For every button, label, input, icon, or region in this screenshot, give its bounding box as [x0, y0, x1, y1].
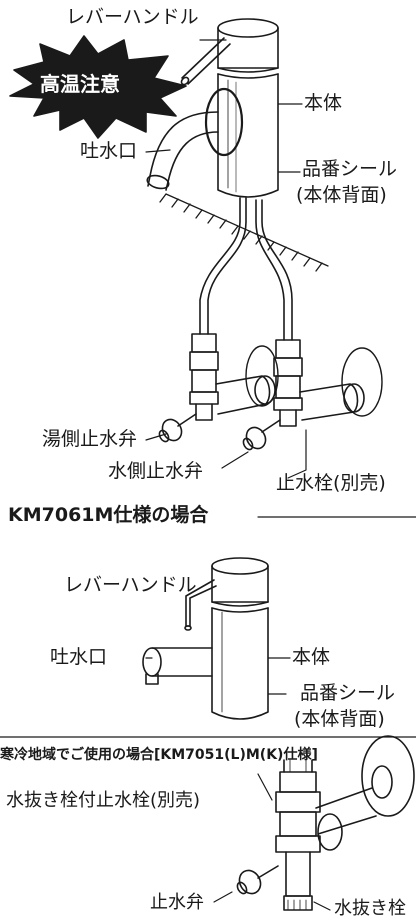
figure-b-drawing	[142, 557, 291, 720]
lever-handle-label-b: レバーハンドル	[64, 574, 197, 596]
supply-hoses-a	[199, 197, 293, 341]
cold-valve-assembly	[242, 339, 383, 451]
stop-valve-label-c: 止水弁	[150, 892, 204, 913]
hot-area-circle	[204, 87, 244, 157]
spout-label-b: 吐水口	[50, 646, 108, 668]
lever-handle-label-a: レバーハンドル	[66, 6, 199, 28]
serial-label-note-a: (本体背面)	[296, 184, 387, 206]
drain-plug-label: 水抜き栓	[334, 898, 406, 919]
spout-label-a: 吐水口	[80, 140, 138, 162]
faucet-body-a	[217, 18, 279, 198]
cold-stop-valve-label: 水側止水弁	[108, 460, 204, 482]
figure-a-drawing	[9, 18, 383, 479]
body-label-b: 本体	[292, 646, 331, 668]
section-title-b: KM7061M仕様の場合	[8, 504, 209, 526]
lever-handle-a	[180, 37, 231, 86]
body-label-a: 本体	[304, 92, 343, 114]
wall-hatch-a	[159, 193, 329, 272]
warning-burst-shape	[9, 35, 187, 139]
section-title-c: 寒冷地域でご使用の場合[KM7051(L)M(K)仕様]	[0, 747, 318, 763]
hot-stop-valve-label: 湯側止水弁	[42, 428, 138, 450]
drain-stop-cock-label: 水抜き栓付止水栓(別売)	[6, 790, 201, 811]
serial-label-note-b: (本体背面)	[294, 708, 385, 730]
figure-c-drawing	[213, 735, 415, 911]
serial-label-a: 品番シール	[302, 158, 398, 180]
leaders-a	[145, 39, 307, 479]
warning-burst-text: 高温注意	[40, 72, 120, 96]
hot-valve-assembly	[158, 333, 279, 443]
serial-label-b: 品番シール	[300, 682, 396, 704]
stop-cock-label: 止水栓(別売)	[276, 472, 386, 494]
